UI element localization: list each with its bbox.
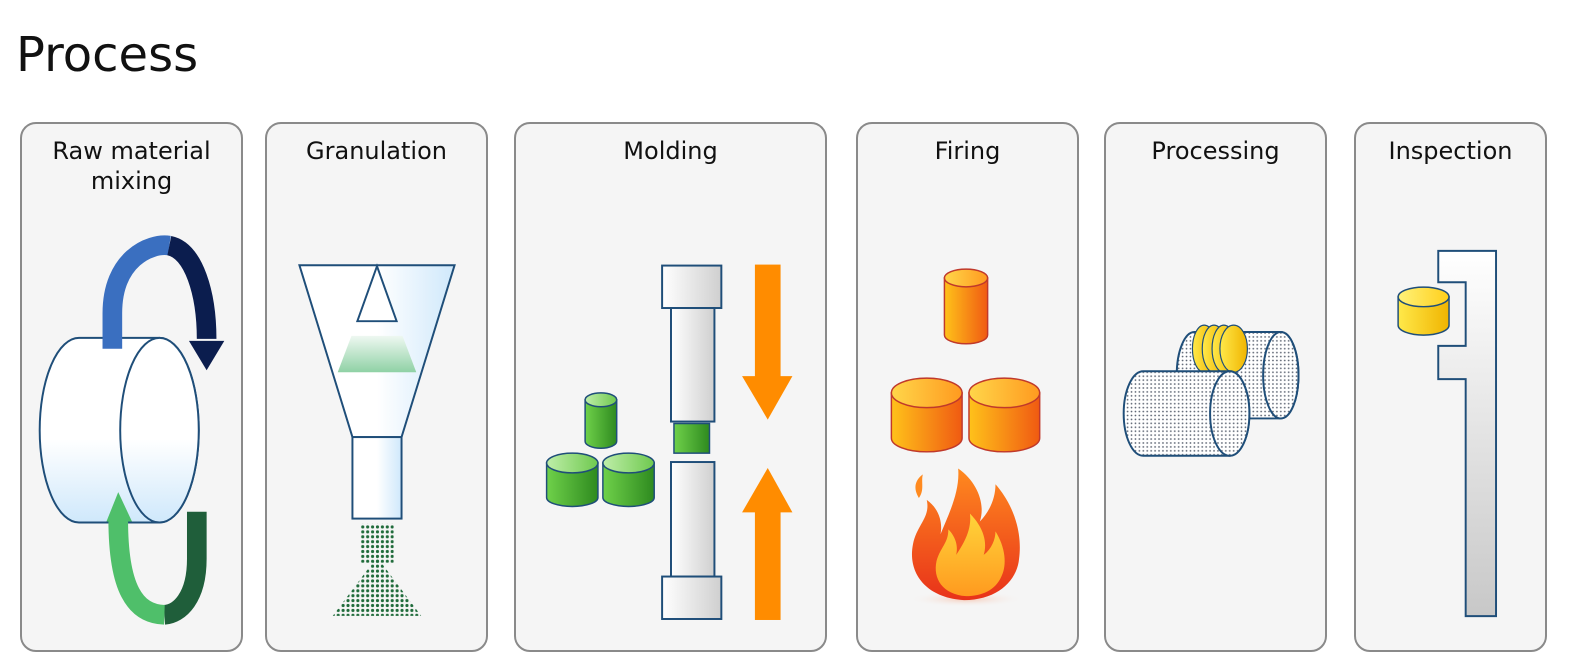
lower-punch-icon — [661, 461, 723, 620]
firing-illustration — [890, 268, 1041, 607]
step-granulation: Granulation — [265, 122, 488, 652]
step-label: Inspection — [1388, 137, 1513, 165]
mixing-drum-icon — [38, 336, 200, 524]
step-label: Granulation — [306, 137, 447, 165]
upper-punch-icon — [661, 264, 723, 423]
rotation-arrow-top-icon — [102, 235, 225, 371]
inspection-illustration — [1397, 249, 1498, 618]
step-raw-material-mixing: Raw material mixing — [20, 122, 243, 652]
step-label: Molding — [623, 137, 718, 165]
page-title: Process — [16, 27, 199, 83]
inspected-pellet-icon — [1397, 286, 1450, 336]
flame-icon — [909, 468, 1023, 607]
processing-illustration — [1122, 324, 1300, 457]
grinding-wheel-front-icon — [1122, 370, 1251, 457]
caliper-gauge-icon — [1437, 249, 1498, 618]
step-inspection: Inspection — [1354, 122, 1547, 652]
workpiece-pellets-icon — [1191, 324, 1249, 373]
compact-icon — [673, 422, 711, 454]
press-up-arrow-icon — [742, 467, 793, 620]
molding-illustration — [545, 264, 793, 620]
rotation-arrow-bottom-icon — [106, 492, 207, 625]
step-firing: Firing — [856, 122, 1079, 652]
granules-icon — [332, 523, 422, 616]
step-label: Firing — [934, 137, 1001, 165]
granulator-illustration — [298, 263, 456, 616]
mixer-illustration — [38, 235, 225, 625]
step-molding: Molding — [514, 122, 827, 652]
spray-dryer-icon — [298, 263, 456, 520]
step-label: Raw material mixing — [52, 137, 211, 195]
press-down-arrow-icon — [742, 264, 793, 420]
green-pellets-icon — [545, 392, 655, 508]
step-label: Processing — [1151, 137, 1280, 165]
step-processing: Processing — [1104, 122, 1327, 652]
fired-pellets-icon — [890, 268, 1041, 453]
